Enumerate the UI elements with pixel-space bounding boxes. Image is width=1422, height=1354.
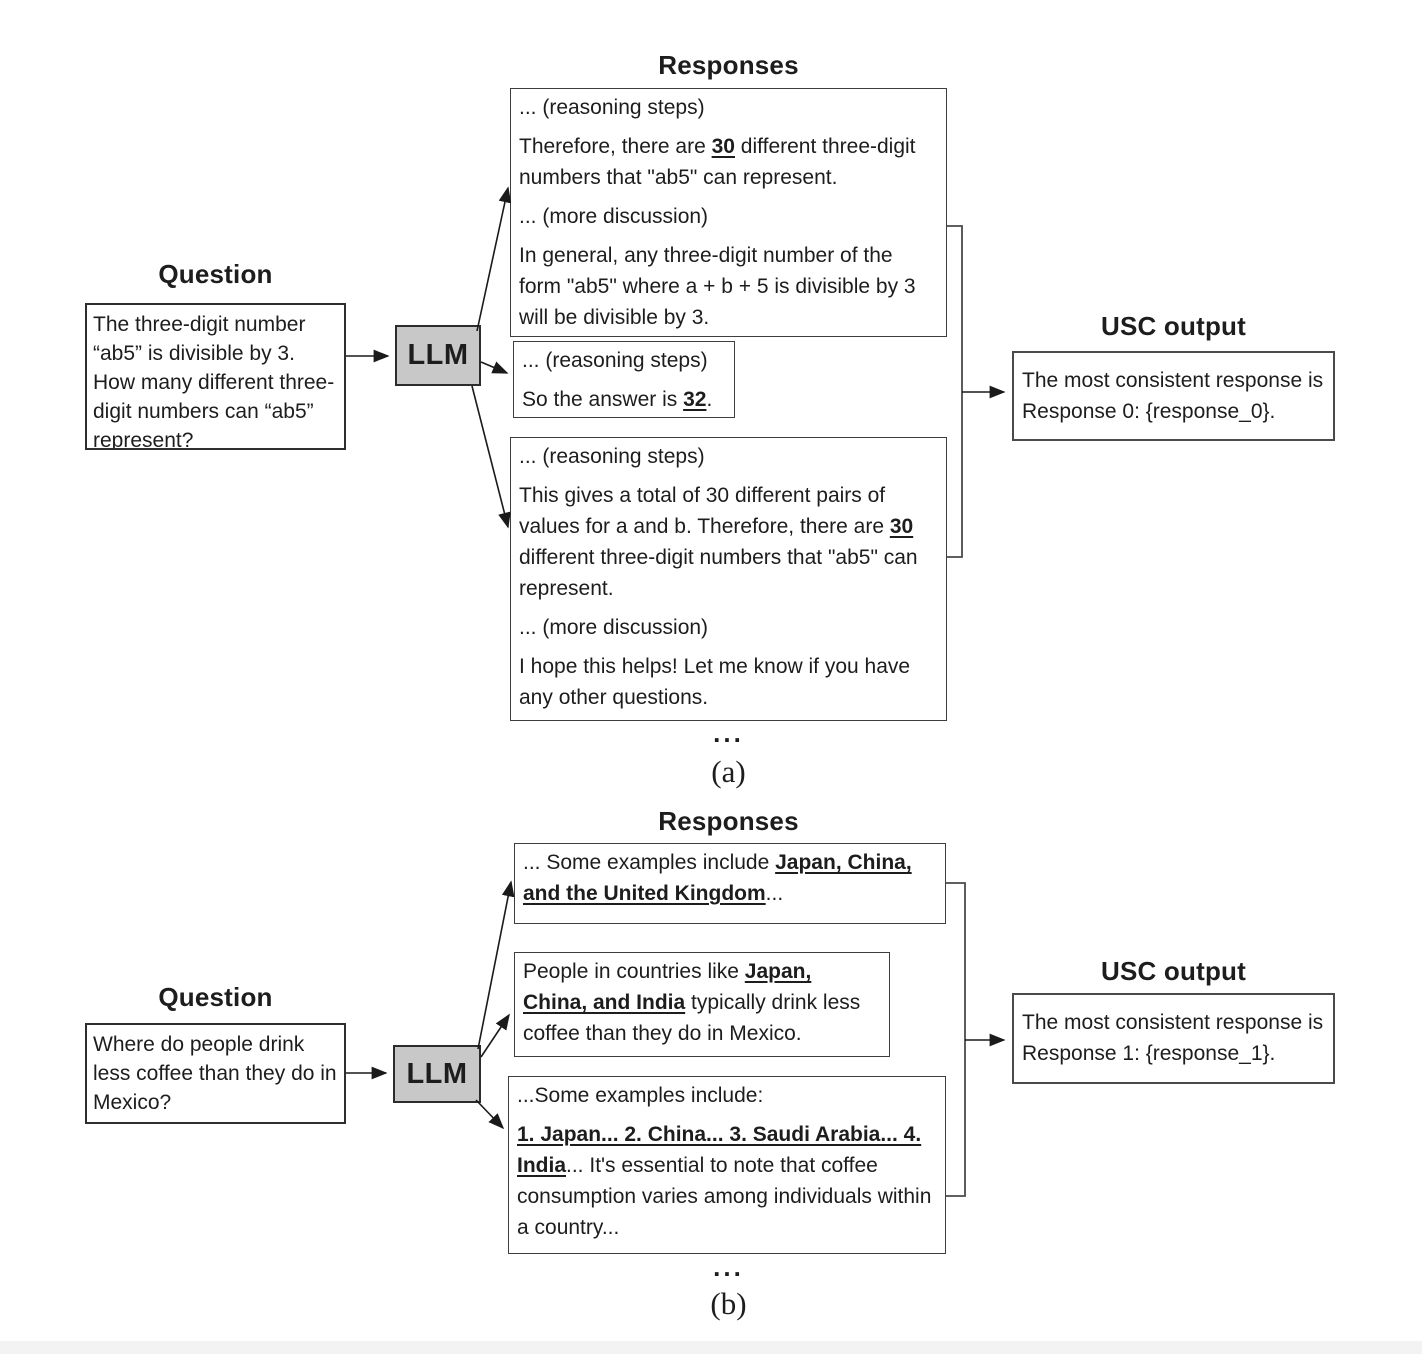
question-text: Where do people drink less coffee than t…	[93, 1033, 337, 1114]
usc-output-heading: USC output	[1101, 956, 1246, 986]
question-heading: Question	[158, 982, 273, 1012]
response-box-1: ... (reasoning steps)Therefore, there ar…	[510, 88, 947, 337]
llm-label: LLM	[406, 1057, 468, 1090]
llm-label: LLM	[407, 339, 469, 371]
bracket-responses-a	[947, 225, 963, 558]
llm-box: LLM	[393, 1045, 481, 1103]
bracket-responses-b	[946, 882, 966, 1197]
more-responses-ellipsis: ...	[713, 1252, 744, 1282]
response-box-2: People in countries like Japan, China, a…	[514, 952, 890, 1057]
question-box: Where do people drink less coffee than t…	[85, 1023, 346, 1124]
arrow-llm-to-response1-b	[477, 880, 515, 1050]
responses-heading: Responses	[658, 806, 799, 836]
usc-output-box: The most consistent response is Response…	[1012, 993, 1335, 1084]
response-box-3: ...Some examples include:1. Japan... 2. …	[508, 1076, 946, 1254]
bottom-gray-strip	[0, 1341, 1422, 1354]
usc-output-box: The most consistent response is Response…	[1012, 351, 1335, 441]
panel-caption: (a)	[711, 754, 746, 789]
arrow-llm-to-response3-a	[471, 385, 511, 529]
response-box-2: ... (reasoning steps)So the answer is 32…	[513, 341, 735, 418]
more-responses-ellipsis: ...	[713, 718, 744, 748]
responses-heading: Responses	[658, 50, 799, 80]
arrow-llm-to-response3-b	[475, 1099, 505, 1130]
panel-caption: (b)	[710, 1286, 747, 1321]
llm-box: LLM	[395, 325, 481, 386]
response-box-3: ... (reasoning steps)This gives a total …	[510, 437, 947, 721]
question-heading: Question	[158, 259, 273, 289]
arrow-llm-to-response2-b	[480, 1013, 510, 1058]
response-box-1: ... Some examples include Japan, China, …	[514, 843, 946, 924]
arrow-llm-to-response2-a	[480, 361, 509, 374]
question-box: The three-digit number “ab5” is divisibl…	[85, 303, 346, 450]
usc-output-heading: USC output	[1101, 311, 1246, 341]
arrow-llm-to-response1-a	[476, 186, 512, 332]
question-text: The three-digit number “ab5” is divisibl…	[93, 313, 335, 450]
usc-output-text: The most consistent response is Response…	[1022, 1011, 1324, 1065]
usc-output-text: The most consistent response is Response…	[1022, 369, 1324, 423]
